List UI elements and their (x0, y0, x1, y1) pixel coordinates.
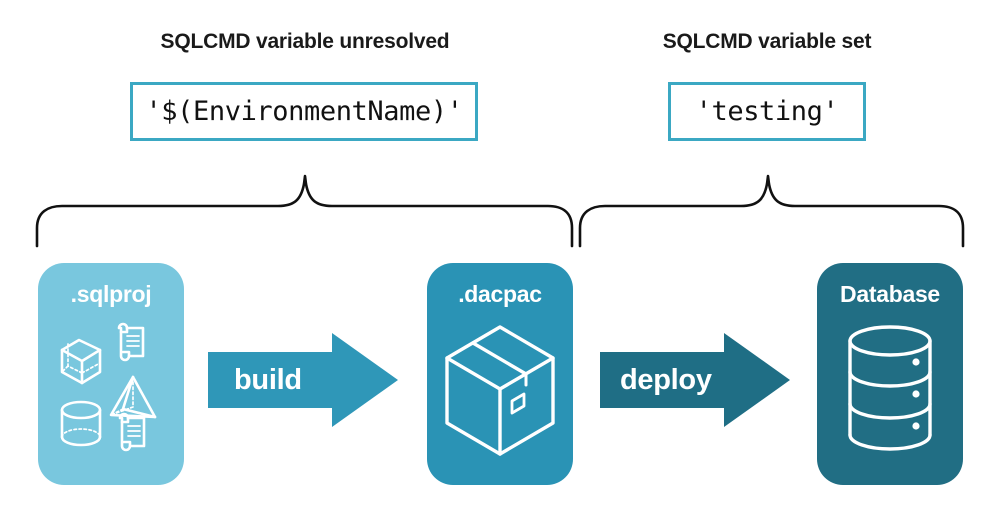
database-status-dots (912, 358, 920, 430)
sqlcmd-variable-unresolved-value: '$(EnvironmentName)' (145, 96, 463, 127)
stage-card-sqlproj[interactable]: .sqlproj (38, 263, 184, 485)
sqlcmd-variable-unresolved-box: '$(EnvironmentName)' (130, 82, 478, 141)
stage-card-database[interactable]: Database (817, 263, 963, 485)
section-title-right: SQLCMD variable set (662, 30, 872, 53)
arrow-deploy: deploy (600, 330, 792, 430)
stage-card-dacpac[interactable]: .dacpac (427, 263, 573, 485)
sqlcmd-variable-set-value: 'testing' (695, 96, 839, 127)
arrow-build-label: build (234, 363, 302, 396)
stage-label-dacpac: .dacpac (458, 281, 542, 307)
package-box-icon (445, 325, 555, 456)
brace-right (578, 174, 965, 248)
sqlcmd-variable-set-box: 'testing' (668, 82, 866, 141)
arrow-build: build (208, 330, 400, 430)
brace-left (35, 174, 574, 248)
stage-label-database: Database (840, 281, 940, 307)
arrow-deploy-shape (600, 333, 790, 427)
project-artifacts-icon (60, 322, 157, 452)
arrow-deploy-label: deploy (620, 363, 712, 396)
arrow-build-shape (208, 333, 398, 427)
database-cylinder-icon (848, 325, 932, 451)
brace-connectors (35, 174, 965, 248)
stage-label-sqlproj: .sqlproj (70, 281, 152, 307)
section-title-left: SQLCMD variable unresolved (160, 30, 450, 53)
